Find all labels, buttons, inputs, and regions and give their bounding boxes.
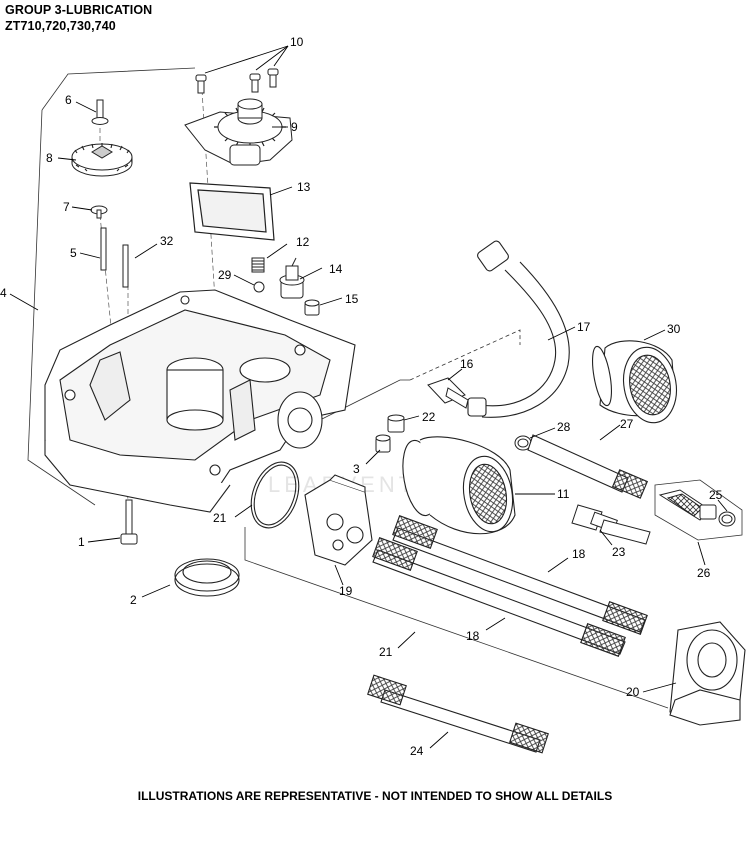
filter-head-20 bbox=[669, 621, 746, 726]
fitting-16 bbox=[427, 377, 469, 409]
oring-21 bbox=[250, 461, 300, 529]
disclaimer-footer: ILLUSTRATIONS ARE REPRESENTATIVE - NOT I… bbox=[137, 789, 613, 803]
ball-30 bbox=[253, 281, 265, 293]
oil-filter-11 bbox=[402, 436, 516, 535]
callout-2: 2 bbox=[130, 593, 137, 607]
callout-14: 14 bbox=[329, 262, 343, 276]
pin-32 bbox=[122, 244, 129, 288]
callout-5: 5 bbox=[70, 246, 77, 260]
callout-18-lower: 18 bbox=[466, 629, 480, 643]
bolt-10-group bbox=[195, 68, 279, 94]
callout-12: 12 bbox=[296, 235, 310, 249]
callout-30: 29 bbox=[218, 268, 232, 282]
callout-19: 19 bbox=[339, 584, 353, 598]
assembly-outline-left bbox=[27, 67, 196, 506]
callout-29: 28 bbox=[557, 420, 571, 434]
callout-23: 22 bbox=[422, 410, 436, 424]
pin-5 bbox=[100, 227, 107, 271]
oil-filter-31 bbox=[592, 340, 677, 424]
callout-18-upper: 18 bbox=[572, 547, 586, 561]
callout-17: 17 bbox=[577, 320, 591, 334]
plug-15 bbox=[304, 299, 320, 316]
callout-24: 23 bbox=[612, 545, 626, 559]
page-title: GROUP 3-LUBRICATION bbox=[5, 3, 153, 17]
fitting-27 bbox=[658, 489, 717, 521]
callout-20: 20 bbox=[626, 685, 640, 699]
callout-26: 25 bbox=[709, 488, 723, 502]
tee-24 bbox=[571, 504, 651, 545]
clamp-26 bbox=[718, 511, 736, 527]
callout-27: 26 bbox=[697, 566, 711, 580]
pin-6 bbox=[91, 99, 109, 125]
callout-28: 27 bbox=[620, 417, 634, 431]
spring-12 bbox=[251, 257, 265, 273]
callout-21: 21 bbox=[213, 511, 227, 525]
model-list: ZT710,720,730,740 bbox=[5, 19, 116, 33]
gear-8 bbox=[71, 143, 133, 177]
lube-housing bbox=[44, 289, 356, 513]
fitting-23 bbox=[387, 414, 405, 433]
leader-lines bbox=[9, 45, 728, 749]
callout-22: 21 bbox=[379, 645, 393, 659]
part-27-box bbox=[654, 479, 743, 541]
line-18-upper bbox=[392, 515, 648, 635]
hose-28 bbox=[527, 434, 649, 499]
callout-3: 3 bbox=[353, 462, 360, 476]
callout-10: 10 bbox=[290, 35, 304, 49]
callout-7: 7 bbox=[63, 200, 70, 214]
callout-9: 9 bbox=[291, 120, 298, 134]
gasket-13 bbox=[189, 182, 275, 241]
seal-2 bbox=[174, 558, 240, 597]
hose-17 bbox=[467, 240, 570, 418]
callout-31: 30 bbox=[667, 322, 681, 336]
adapter-19 bbox=[304, 474, 373, 566]
bolt-1 bbox=[120, 499, 138, 545]
washer-7 bbox=[90, 205, 108, 219]
callout-6: 6 bbox=[65, 93, 72, 107]
fitting-3 bbox=[375, 434, 391, 453]
callout-11: 11 bbox=[557, 487, 570, 501]
line-18-lower bbox=[372, 537, 626, 657]
oil-pump-9 bbox=[184, 98, 293, 166]
callout-32: 32 bbox=[160, 234, 174, 248]
assembly-outline-right bbox=[244, 329, 669, 709]
callout-8: 8 bbox=[46, 151, 53, 165]
hose-25 bbox=[367, 674, 549, 754]
callout-4: 4 bbox=[0, 286, 7, 300]
callout-15: 15 bbox=[345, 292, 359, 306]
callout-labels: 10 9 6 8 7 5 32 13 12 29 14 15 4 1 2 3 2… bbox=[0, 35, 723, 758]
callout-16: 16 bbox=[460, 357, 474, 371]
clamp-29 bbox=[514, 435, 532, 451]
sender-14 bbox=[279, 257, 305, 299]
callout-13: 13 bbox=[297, 180, 311, 194]
callout-1: 1 bbox=[78, 535, 85, 549]
callout-25: 24 bbox=[410, 744, 424, 758]
